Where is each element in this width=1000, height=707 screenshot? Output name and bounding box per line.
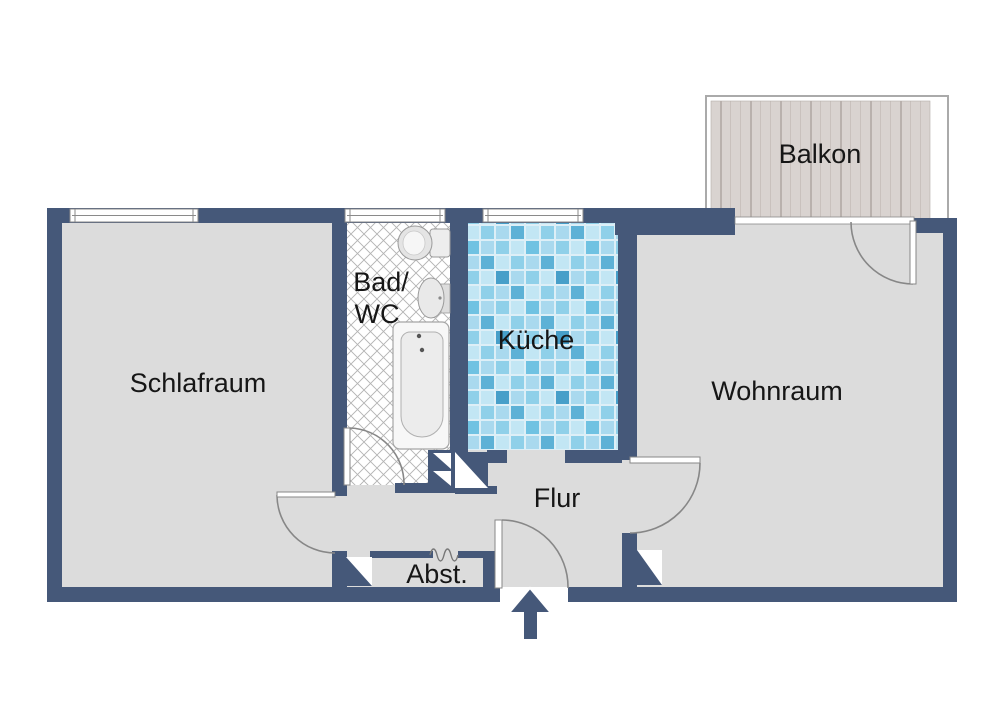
door-bad — [343, 427, 405, 486]
bathtub-fixture — [392, 321, 450, 450]
wall-bad-bottom — [395, 483, 455, 493]
room-label-schlafraum: Schlafraum — [130, 368, 267, 398]
wall-bottom-left — [47, 587, 500, 602]
room-label-kueche: Küche — [498, 325, 575, 355]
wall-kueche-bottom-right — [565, 450, 622, 463]
room-labels: Schlafraum Bad/ WC Küche Wohnraum Flur A… — [130, 139, 862, 589]
sink-fixture — [417, 277, 451, 319]
window-balkon-threshold — [734, 216, 915, 225]
room-label-bad-line2: WC — [355, 299, 400, 329]
wall-junctions — [346, 452, 662, 586]
wall-kueche-wohnraum — [618, 208, 637, 460]
window-kueche — [482, 208, 584, 223]
wall-kueche-bottom-bar — [455, 486, 497, 494]
wall-schlafraum-bad-upper — [332, 208, 347, 496]
toilet-fixture — [397, 225, 451, 261]
window-bad — [344, 208, 446, 223]
door-wohnraum — [629, 456, 701, 534]
wall-abst-top-left — [370, 551, 433, 558]
wall-kueche-bottom-left — [487, 450, 507, 463]
wall-flur-wohnraum-lower — [622, 533, 637, 587]
room-floor-kueche — [468, 223, 618, 450]
flare-kueche — [455, 452, 488, 488]
wall-right — [943, 218, 957, 602]
room-label-balkon: Balkon — [779, 139, 862, 169]
balkon-deck — [710, 100, 931, 220]
notch-bad-2 — [433, 471, 451, 486]
notch-bad-1 — [433, 453, 451, 469]
door-entrance — [494, 519, 569, 589]
door-schlafraum — [276, 491, 336, 554]
wall-left — [47, 208, 62, 602]
room-label-bad-line1: Bad/ — [353, 267, 409, 297]
abst-partition-squiggle — [429, 548, 459, 562]
walls — [47, 208, 957, 602]
door-balkon — [850, 220, 917, 285]
flare-abst — [346, 557, 372, 586]
entrance-arrow-icon — [506, 586, 554, 641]
wall-abst-right — [483, 551, 497, 587]
balkon-area — [705, 95, 949, 223]
doors — [276, 220, 917, 589]
room-label-wohnraum: Wohnraum — [711, 376, 843, 406]
windows — [69, 208, 915, 225]
bad-fixtures — [392, 225, 451, 450]
wall-schlafraum-bad-lower — [332, 551, 347, 587]
wall-bottom-right — [568, 587, 957, 602]
flare-wohnraum — [637, 550, 662, 585]
room-label-abstellraum: Abst. — [406, 559, 468, 589]
room-label-flur: Flur — [534, 483, 581, 513]
wall-abst-top-right — [458, 551, 490, 558]
window-schlafraum — [69, 208, 199, 223]
wall-bad-kueche — [450, 208, 468, 452]
